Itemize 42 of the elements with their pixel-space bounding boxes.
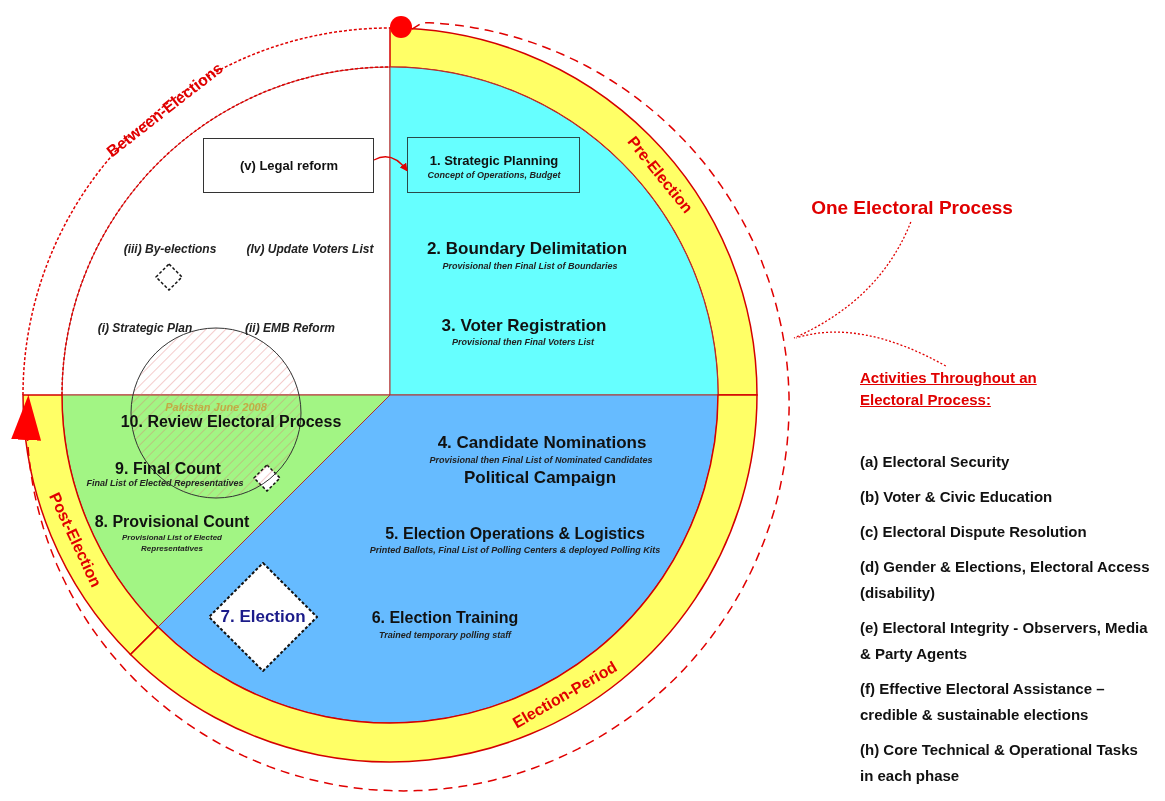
leader-line: [795, 331, 947, 367]
activity-item: (h) Core Technical & Operational Tasks in each phase: [860, 740, 1139, 786]
step-subtitle: Concept of Operations, Budget: [427, 169, 561, 183]
step-subtitle: Provisional then Final List of Nominated Candidates: [429, 454, 653, 468]
step-subtitle: Provisional then Final Voters List: [451, 336, 595, 350]
activity-label: (ii) EMB Reform: [245, 320, 335, 337]
activity-item: (a) Electoral Security: [860, 452, 1011, 472]
activity-item: (d) Gender & Elections, Electoral Access (disability): [860, 557, 1151, 603]
step-title: 1. Strategic Planning: [429, 152, 559, 171]
step-title: 4. Candidate Nominations: [437, 432, 647, 455]
step-title: 6. Election Training: [371, 608, 519, 628]
phase-sector: [390, 67, 718, 395]
milestone-diamond: [155, 263, 183, 291]
step-box: [407, 137, 580, 193]
activity-label: (v) Legal reform: [239, 157, 339, 176]
step-title: 5. Election Operations & Logistics: [385, 524, 645, 544]
activity-label: (Iv) Update Voters List: [246, 241, 374, 258]
leader-line: [793, 221, 912, 339]
step-title: 9. Final Count: [115, 459, 221, 479]
activity-label: (i) Strategic Plan: [97, 320, 193, 337]
circle-label: Pakistan June 2008: [165, 399, 267, 415]
milestone-diamond: [253, 464, 281, 492]
step-subtitle: Trained temporary polling staff: [378, 629, 512, 643]
step-subtitle: Provisional then Final List of Boundaries: [442, 260, 618, 274]
step-title: 3. Voter Registration: [441, 315, 607, 338]
step-title: 2. Boundary Delimitation: [426, 238, 628, 261]
step-subtitle: Printed Ballots, Final List of Polling Centers & deployed Polling Kits: [369, 544, 661, 558]
activity-item: (e) Electoral Integrity - Observers, Media & Party Agents: [860, 618, 1149, 664]
heading-text: One Electoral Process: [811, 195, 1013, 220]
start-dot: [390, 16, 412, 38]
step-title: 10. Review Electoral Process: [120, 412, 342, 432]
activity-item: (f) Effective Electoral Assistance – credible & sustainable elections: [860, 679, 1106, 725]
cycle-arrow: [11, 21, 790, 792]
heading-text: Activities Throughout an Electoral Process:: [860, 368, 1038, 410]
step-subtitle: Provisional List of Elected Representatives: [121, 532, 223, 554]
step-title: Political Campaign: [463, 467, 617, 490]
step-title: 7. Election: [220, 606, 306, 629]
activity-item: (b) Voter & Civic Education: [860, 487, 1054, 507]
phase-band: [390, 28, 757, 395]
activity-item: (c) Electoral Dispute Resolution: [860, 522, 1088, 542]
activity-label: (iii) By-elections: [123, 241, 217, 258]
election-diamond: [208, 562, 318, 672]
